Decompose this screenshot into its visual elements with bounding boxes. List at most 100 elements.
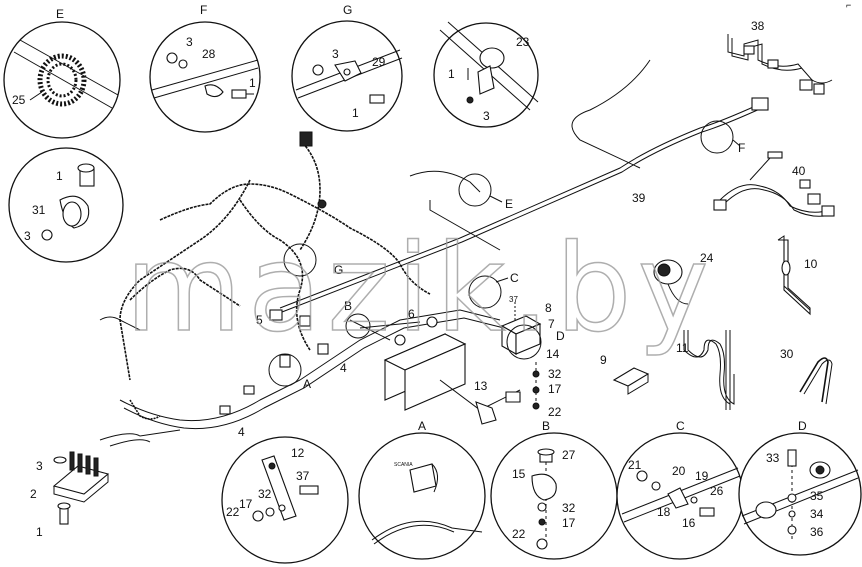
part-23-label: 23	[516, 35, 530, 49]
part-17-label-b: 17	[562, 516, 576, 530]
callout-d-letter: D	[556, 329, 565, 343]
detail-b	[490, 432, 618, 560]
coil-spring-25	[37, 53, 87, 107]
bracket-9	[612, 367, 650, 395]
part-14-label: 14	[546, 347, 560, 361]
part-29-label: 29	[372, 55, 386, 69]
part-8-label: 8	[545, 301, 552, 315]
part-18-label: 18	[657, 505, 671, 519]
part-26-label: 26	[710, 484, 724, 498]
callout-e-circle	[458, 173, 492, 207]
part-35-label: 35	[810, 489, 824, 503]
part-34-label: 34	[810, 507, 824, 521]
detail-a-letter: A	[418, 419, 426, 433]
part-36-label: 36	[810, 525, 824, 539]
part-37-label: 37	[296, 469, 310, 483]
part-3-label-f: 3	[186, 35, 193, 49]
detail-e-letter: E	[56, 7, 64, 21]
part-3-label-31: 3	[24, 229, 31, 243]
callout-c-circle	[468, 275, 502, 309]
part-17-label-12: 17	[239, 497, 253, 511]
part-13-label: 13	[474, 379, 488, 393]
callout-g-letter: G	[334, 263, 343, 277]
detail-d	[738, 432, 862, 556]
callout-c-letter: C	[510, 271, 519, 285]
part-12-label: 12	[291, 446, 305, 460]
left-harness	[99, 131, 505, 447]
part-16-label: 16	[682, 516, 696, 530]
callout-b-letter-main: B	[344, 299, 352, 313]
callout-a-letter: A	[303, 377, 311, 391]
part-9-label: 9	[600, 353, 607, 367]
part-2-label: 2	[30, 487, 37, 501]
part-5-label: 5	[256, 313, 263, 327]
detail-clamp-23	[433, 21, 539, 128]
battery-6	[349, 316, 467, 411]
part-22-label-b: 22	[512, 527, 526, 541]
part-7-label: 7	[548, 317, 555, 331]
part-37-tiny-label: 37	[509, 295, 518, 304]
bracket-10	[777, 235, 811, 316]
part-32-label-main: 32	[548, 367, 562, 381]
bracket-13	[439, 379, 521, 425]
part-32-label-12: 32	[258, 487, 272, 501]
detail-e	[3, 21, 121, 139]
corner-mark: ⌐	[846, 0, 851, 10]
part-24-label: 24	[700, 251, 714, 265]
part-31-label: 31	[32, 203, 46, 217]
detail-b-letter: B	[542, 419, 550, 433]
connector-a-label: SCANIA	[394, 462, 413, 468]
part-3-label-sensor: 3	[36, 459, 43, 473]
part-39-label: 39	[632, 191, 646, 205]
part-21-label: 21	[628, 458, 642, 472]
part-17-label-main: 17	[548, 382, 562, 396]
detail-g	[291, 20, 403, 132]
part-25-label: 25	[12, 93, 26, 107]
part-19-label: 19	[695, 469, 709, 483]
part-1-label-f: 1	[249, 76, 256, 90]
part-32-label-b: 32	[562, 501, 576, 515]
harness-40	[713, 151, 835, 217]
callout-b-circle	[345, 313, 371, 339]
grommet-24	[653, 259, 689, 305]
detail-a	[358, 432, 486, 560]
rod-11	[683, 330, 735, 410]
part-33-label: 33	[766, 451, 780, 465]
detail-f-letter: F	[200, 3, 207, 17]
detail-d-letter: D	[798, 419, 807, 433]
part-3-label-g: 3	[332, 47, 339, 61]
part-4-label-upper: 4	[340, 361, 347, 375]
part-10-label: 10	[804, 257, 818, 271]
harness-38	[727, 34, 833, 95]
part-1-label-sensor: 1	[36, 525, 43, 539]
detail-g-letter: G	[343, 3, 352, 17]
part-30-label: 30	[780, 347, 794, 361]
detail-c	[616, 432, 744, 560]
hardware-stack	[532, 362, 540, 410]
watermark: mazik.by	[125, 220, 715, 359]
part-6-label: 6	[408, 307, 415, 321]
part-1-label-31: 1	[56, 169, 63, 183]
main-harness-39	[279, 59, 769, 313]
callout-e-letter: E	[505, 197, 513, 211]
wire-30	[799, 357, 833, 405]
detail-clamp-31	[8, 147, 124, 263]
part-28-label-f: 28	[202, 47, 216, 61]
part-20-label: 20	[672, 464, 686, 478]
detail-c-letter: C	[676, 419, 685, 433]
part-22-label-12: 22	[226, 505, 240, 519]
callout-f-letter: F	[738, 141, 745, 155]
relay-box	[500, 302, 542, 360]
callout-f-circle	[700, 120, 734, 154]
part-11-label: 11	[676, 341, 689, 355]
sensor-assembly	[52, 451, 110, 525]
part-3-label-23: 3	[483, 109, 490, 123]
part-27-label: 27	[562, 448, 576, 462]
part-22-label-main: 22	[548, 405, 562, 419]
part-1-label-23: 1	[448, 67, 455, 81]
part-1-label-g: 1	[352, 106, 359, 120]
part-4-label-lower: 4	[238, 425, 245, 439]
part-40-label: 40	[792, 164, 806, 178]
part-38-label: 38	[751, 19, 765, 33]
